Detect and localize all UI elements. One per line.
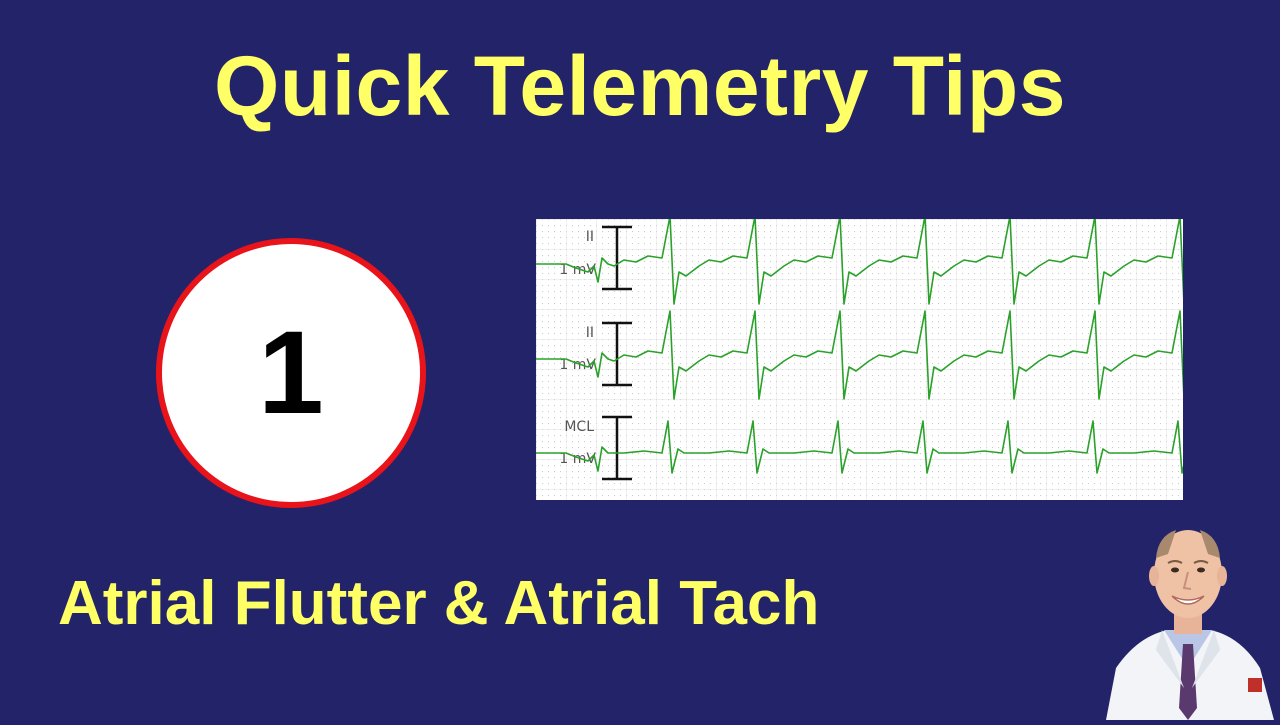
ecg-svg: II 1 mV II 1 mV MCL 1 mV bbox=[536, 219, 1183, 500]
subtitle: Atrial Flutter & Atrial Tach bbox=[58, 569, 820, 638]
ecg-lead-label: II bbox=[586, 229, 594, 245]
ecg-lead-label: II bbox=[586, 325, 594, 341]
ecg-trace bbox=[536, 310, 1183, 400]
ecg-lead-label: MCL bbox=[564, 419, 594, 435]
episode-number: 1 bbox=[258, 307, 324, 439]
presenter-photo bbox=[1098, 518, 1280, 720]
ecg-scale-label: 1 mV bbox=[559, 262, 596, 278]
ecg-trace bbox=[536, 420, 1183, 474]
ecg-calibration-mark bbox=[602, 415, 632, 481]
ecg-scale-label: 1 mV bbox=[559, 357, 596, 373]
ecg-strip: II 1 mV II 1 mV MCL 1 mV bbox=[536, 219, 1183, 500]
ecg-trace bbox=[536, 219, 1183, 305]
ecg-calibration-mark bbox=[602, 321, 632, 387]
ecg-scale-label: 1 mV bbox=[559, 451, 596, 467]
page-title: Quick Telemetry Tips bbox=[214, 39, 1066, 133]
ecg-calibration-mark bbox=[602, 225, 632, 291]
episode-badge: 1 bbox=[156, 238, 426, 508]
